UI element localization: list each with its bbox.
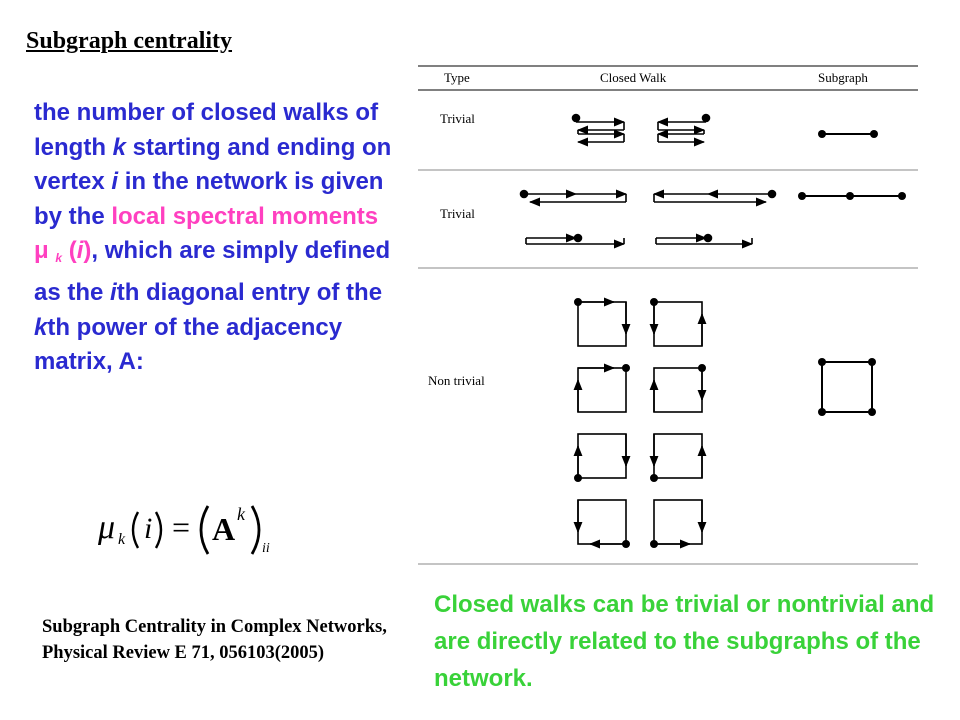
closed-walk-table: Type Closed Walk Subgraph Trivial Trivia… (418, 65, 918, 565)
header-type: Type (444, 70, 470, 85)
row2-type: Trivial (440, 206, 475, 221)
definition-text-3: in the network is given by the (34, 168, 384, 230)
definition-text-7: th power of the adjacency matrix, A: (34, 313, 343, 376)
highlight-term: local spectral moments μ k (i) (34, 202, 379, 266)
highlight-text: local spectral moments μ (34, 202, 379, 265)
subscript-k: k (55, 251, 63, 266)
row3-subgraph (818, 358, 876, 416)
formula-i: i (144, 512, 152, 545)
var-k: k (112, 133, 127, 161)
row3-walks (573, 297, 707, 549)
formula-sub-ii: ii (262, 541, 270, 556)
var-ith: i (110, 278, 117, 306)
var-kth: k (34, 313, 48, 341)
formula: μ k i = A k ii (97, 504, 270, 556)
definition-text-6: th diagonal entry of the (116, 278, 383, 306)
paren-open: ( (62, 237, 77, 265)
row2-subgraph (798, 192, 906, 200)
row3-type: Non trivial (428, 373, 485, 388)
formula-equals: = (172, 509, 190, 545)
header-closed-walk: Closed Walk (600, 70, 667, 85)
slide-title: Subgraph centrality (26, 28, 233, 54)
paren-close: ) (83, 237, 92, 265)
formula-mu: μ (97, 509, 115, 546)
row1-type: Trivial (440, 111, 475, 126)
row1-walks (571, 113, 711, 147)
formula-sub-k: k (118, 531, 126, 548)
header-subgraph: Subgraph (818, 70, 868, 85)
var-i: i (111, 168, 119, 196)
formula-A: A (212, 511, 235, 547)
citation: Subgraph Centrality in Complex Networks,… (42, 617, 387, 663)
closed-walks-note: Closed walks can be trivial or nontrivia… (434, 591, 935, 692)
row2-walks (519, 189, 777, 249)
row1-subgraph (818, 130, 878, 138)
var-i-2: i (76, 237, 84, 265)
definition-text-5: , which are simply defined as the (34, 237, 391, 306)
definition-text-1: the number of closed walks of length (34, 99, 379, 161)
definition-text-2: starting and ending on vertex (34, 133, 392, 196)
formula-sup-k: k (237, 504, 246, 524)
definition-paragraph: the number of closed walks of length k s… (34, 96, 394, 380)
